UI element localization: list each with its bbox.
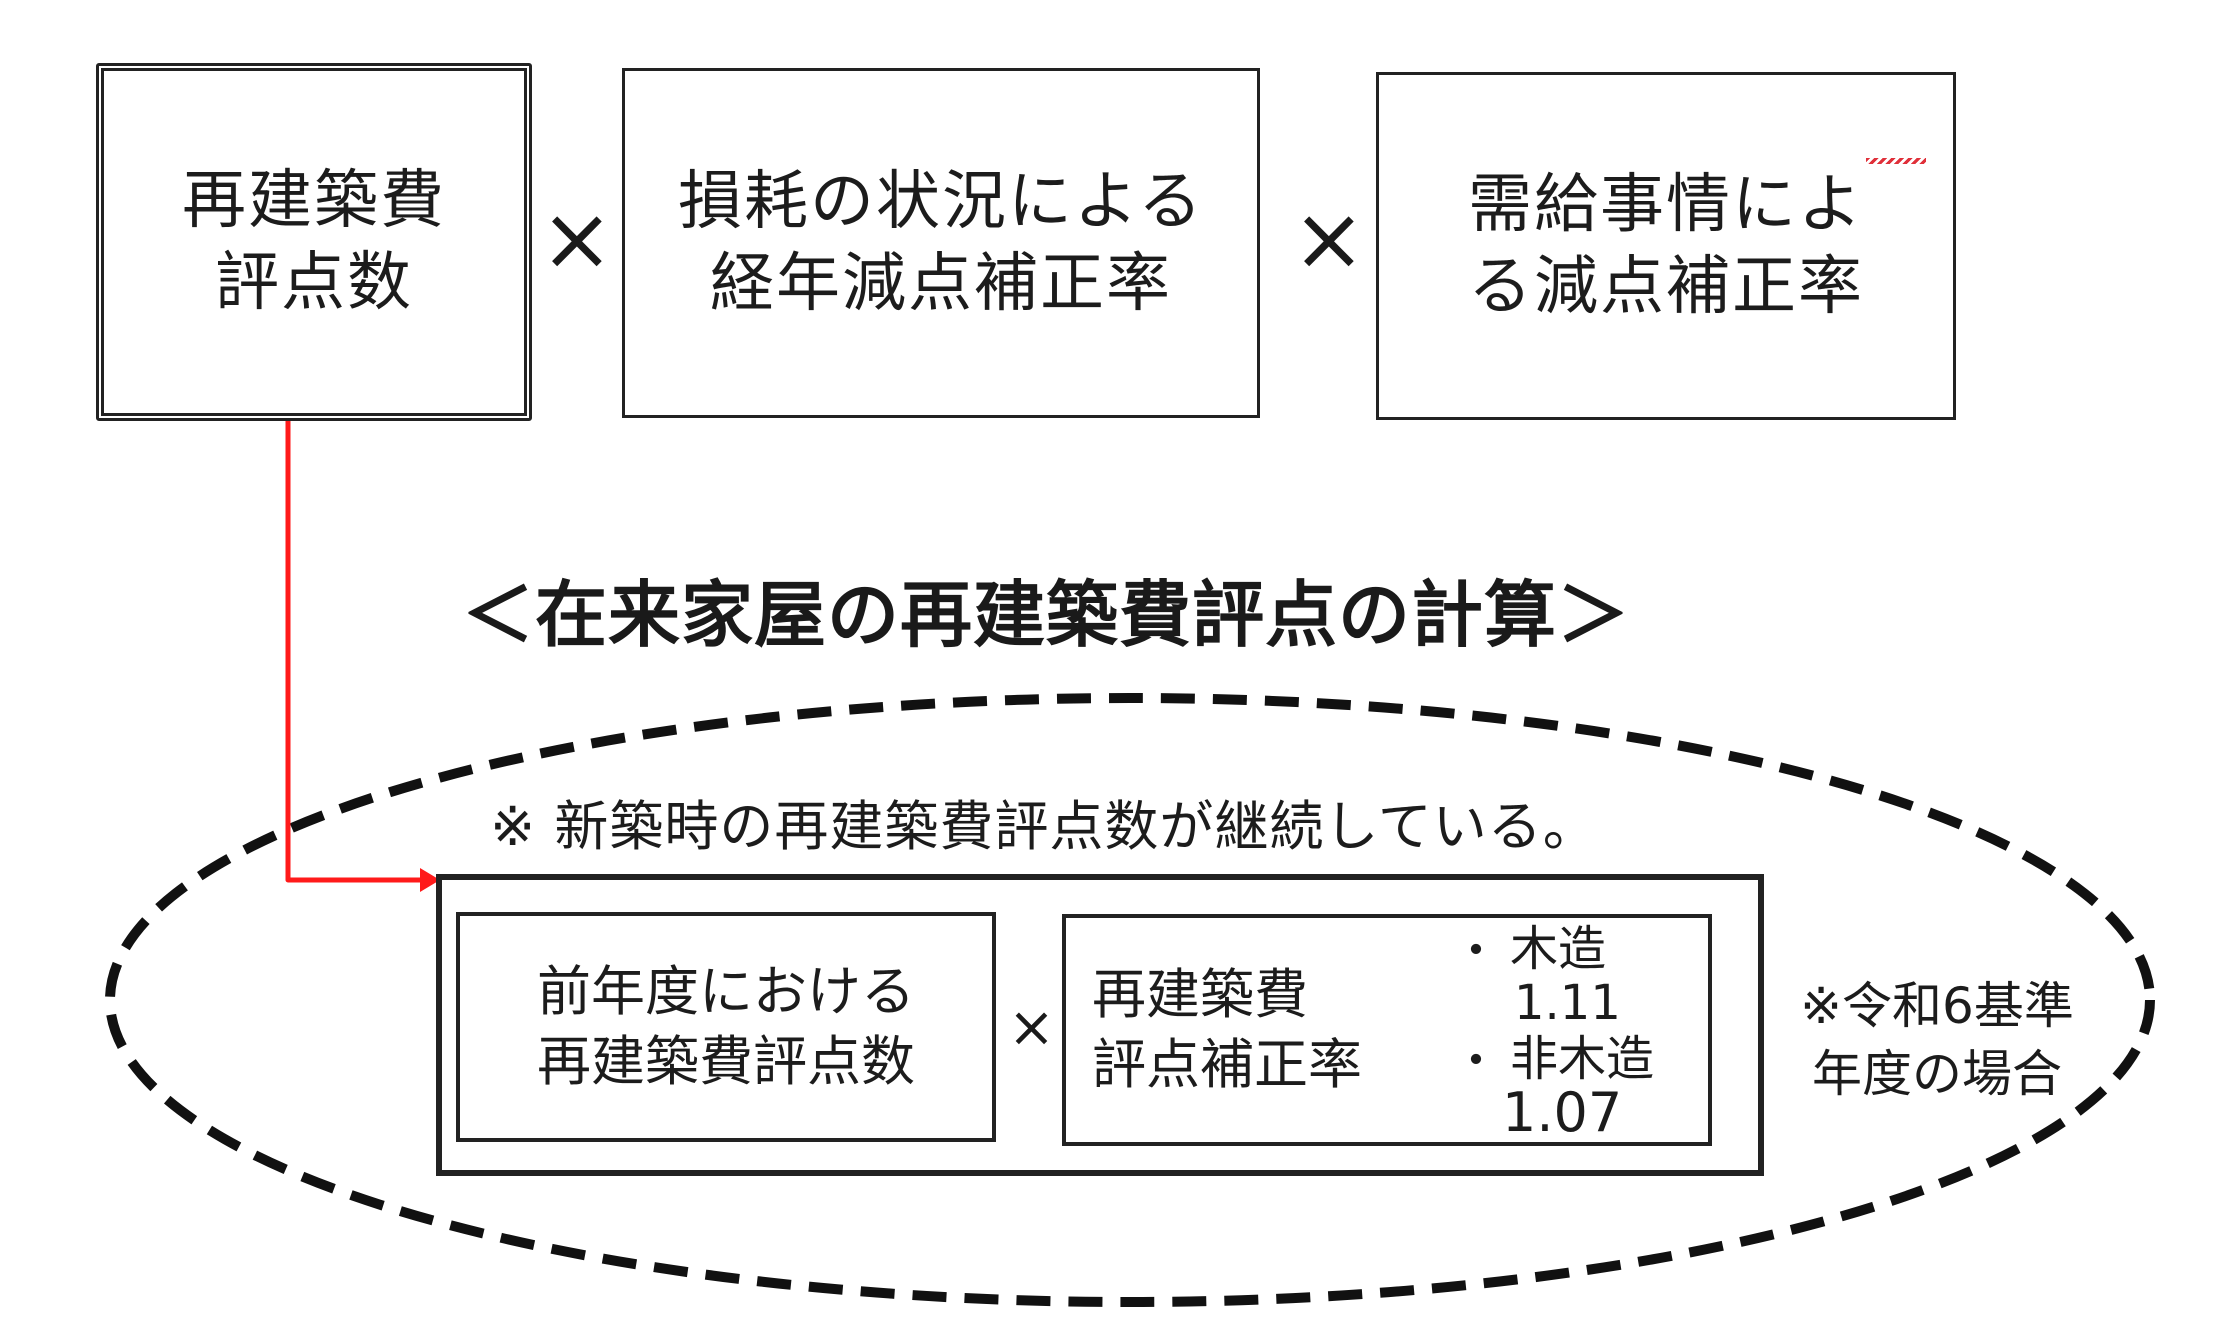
multiply-operator-2: × [1292,187,1366,290]
rebuild-cost-score-box: 再建築費 評点数 [96,63,532,421]
rate-bullet-wooden: ・ [1452,923,1501,979]
arrow-head-icon [420,868,440,892]
multiply-operator-3: × [1008,995,1055,1060]
supply-demand-rate-text: 需給事情によ る減点補正率 [1468,168,1864,324]
correction-rate-box: 再建築費 評点補正率 [1062,914,1712,1146]
depreciation-rate-box: 損耗の状況による 経年減点補正率 [622,68,1260,418]
spellcheck-underline [1866,158,1926,164]
section-title: ＜在来家屋の再建築費評点の計算＞ [462,573,1631,657]
previous-year-score-label: 前年度における 再建築費評点数 [537,960,915,1093]
dashed-ellipse-group [105,693,2155,1307]
rebuild-cost-score-label: 再建築費 評点数 [182,164,446,320]
rate-type-wooden: 木造 [1510,921,1607,977]
supply-demand-rate-label: 需給事情によ る減点補正率 [1468,82,1926,410]
rate-value-nonwooden: 1.07 [1502,1081,1623,1144]
supply-demand-rate-box: 需給事情によ る減点補正率 [1376,72,1956,420]
previous-year-score-box: 前年度における 再建築費評点数 [456,912,996,1142]
rate-type-nonwooden: 非木造 [1510,1031,1655,1087]
rate-bullet-nonwooden: ・ [1452,1033,1501,1089]
multiply-operator-1: × [540,187,614,290]
depreciation-rate-label: 損耗の状況による 経年減点補正率 [677,165,1205,321]
correction-rate-label: 再建築費 評点補正率 [1092,963,1362,1096]
red-connector-arrow [285,418,420,883]
continuation-note: ※ 新築時の再建築費評点数が継続している。 [490,795,1598,858]
rate-value-wooden: 1.11 [1514,975,1621,1031]
base-year-note: ※令和6基準 年度の場合 [1800,977,2074,1103]
